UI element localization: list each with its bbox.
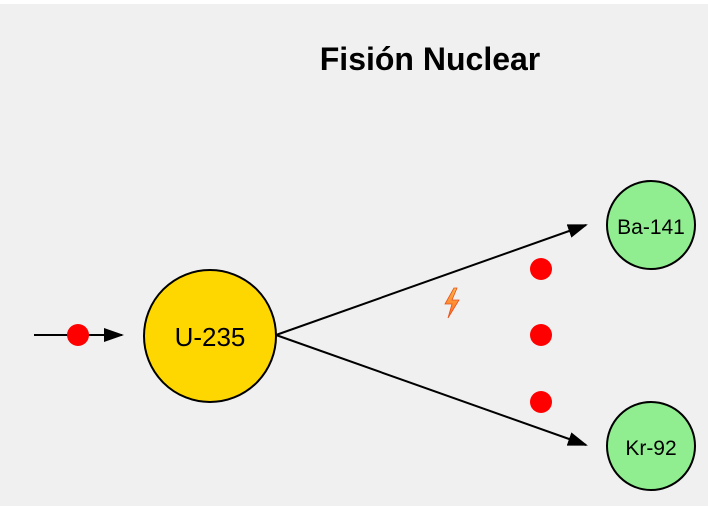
released-neutron-1 bbox=[530, 258, 552, 280]
arrow-to-barium bbox=[275, 224, 588, 336]
incoming-neutron bbox=[67, 324, 89, 346]
diagram-background bbox=[0, 4, 708, 506]
uranium-label: U-235 bbox=[175, 322, 246, 352]
krypton-label: Kr-92 bbox=[625, 437, 676, 460]
barium-label: Ba-141 bbox=[617, 216, 685, 239]
diagram-title: Fisión Nuclear bbox=[320, 41, 541, 77]
uranium-nucleus bbox=[143, 269, 277, 403]
released-neutron-3 bbox=[530, 391, 552, 413]
barium-nucleus bbox=[606, 180, 696, 270]
krypton-nucleus bbox=[606, 401, 696, 491]
lightning-bolt-icon bbox=[444, 287, 460, 319]
arrow-to-krypton bbox=[275, 334, 588, 446]
released-neutron-2 bbox=[530, 324, 552, 346]
